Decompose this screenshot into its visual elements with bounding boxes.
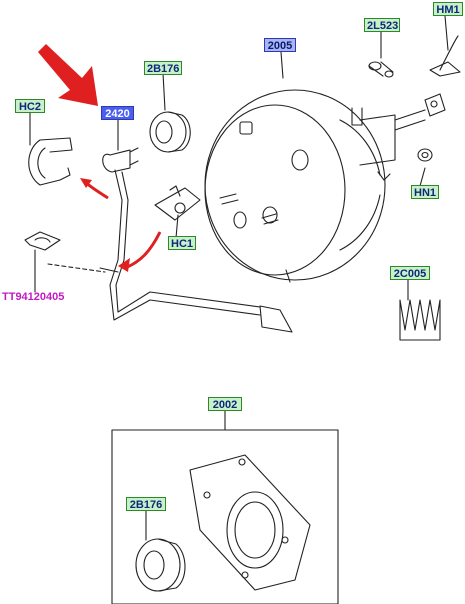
label-2002[interactable]: 2002 — [208, 397, 242, 411]
hose-clip-left — [28, 137, 73, 186]
bracket — [24, 231, 61, 251]
mounting-plate — [189, 454, 311, 591]
label-hn1[interactable]: HN1 — [411, 185, 439, 199]
brake-booster — [204, 89, 446, 283]
pipe-clip — [154, 185, 201, 221]
gasket-frame — [111, 429, 339, 604]
clevis-pin — [368, 61, 394, 78]
label-booster[interactable]: 2005 — [264, 38, 296, 52]
label-hc2[interactable]: HC2 — [15, 99, 45, 113]
label-2c005[interactable]: 2C005 — [390, 266, 430, 280]
label-hm1[interactable]: HM1 — [433, 2, 463, 16]
retaining-clip — [429, 35, 461, 77]
grommet-top — [149, 111, 191, 153]
label-2l523[interactable]: 2L523 — [364, 18, 400, 32]
gasket-strip — [399, 299, 441, 341]
label-2420[interactable]: 2420 — [101, 106, 134, 120]
label-2b176-top[interactable]: 2B176 — [144, 61, 182, 75]
label-hc1[interactable]: HC1 — [168, 236, 196, 250]
grommet-bottom — [135, 538, 186, 592]
label-tt94120405[interactable]: TT94120405 — [2, 291, 65, 303]
label-2b176-bottom[interactable]: 2B176 — [126, 497, 166, 511]
arrows — [38, 44, 162, 272]
nut — [417, 148, 433, 162]
vacuum-pipe — [99, 147, 293, 333]
